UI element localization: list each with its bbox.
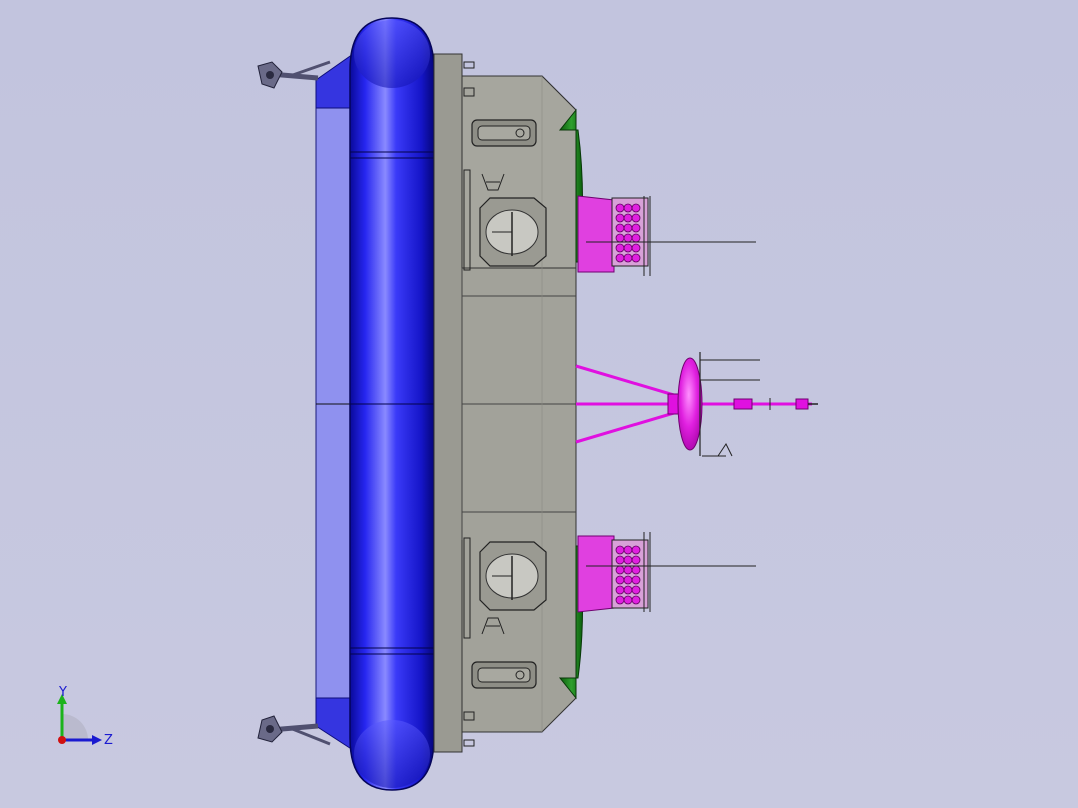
hull-tube[interactable]	[349, 17, 435, 791]
turret-bottom[interactable]	[479, 541, 547, 611]
propeller-bottom[interactable]	[257, 715, 331, 746]
y-arrow-head-icon	[57, 694, 67, 704]
launcher-top[interactable]	[577, 195, 756, 276]
fitting-bottom	[463, 537, 505, 639]
turret-top[interactable]	[479, 197, 547, 267]
z-axis-label: Z	[104, 733, 113, 748]
z-arrow-head-icon	[92, 735, 102, 745]
hatch-bottom[interactable]	[471, 661, 537, 689]
y-axis-label: Y	[58, 685, 67, 700]
mast-assembly[interactable]	[575, 352, 818, 457]
hatch-top[interactable]	[471, 119, 537, 147]
launcher-bottom[interactable]	[577, 532, 756, 613]
fitting-top	[463, 169, 505, 271]
x-axis-dot-icon	[58, 736, 66, 744]
superstructure[interactable]	[433, 53, 577, 753]
triad-quadrant	[62, 714, 88, 740]
propeller-top[interactable]	[257, 60, 331, 89]
view-orientation-triad[interactable]: Y Z	[50, 684, 120, 754]
